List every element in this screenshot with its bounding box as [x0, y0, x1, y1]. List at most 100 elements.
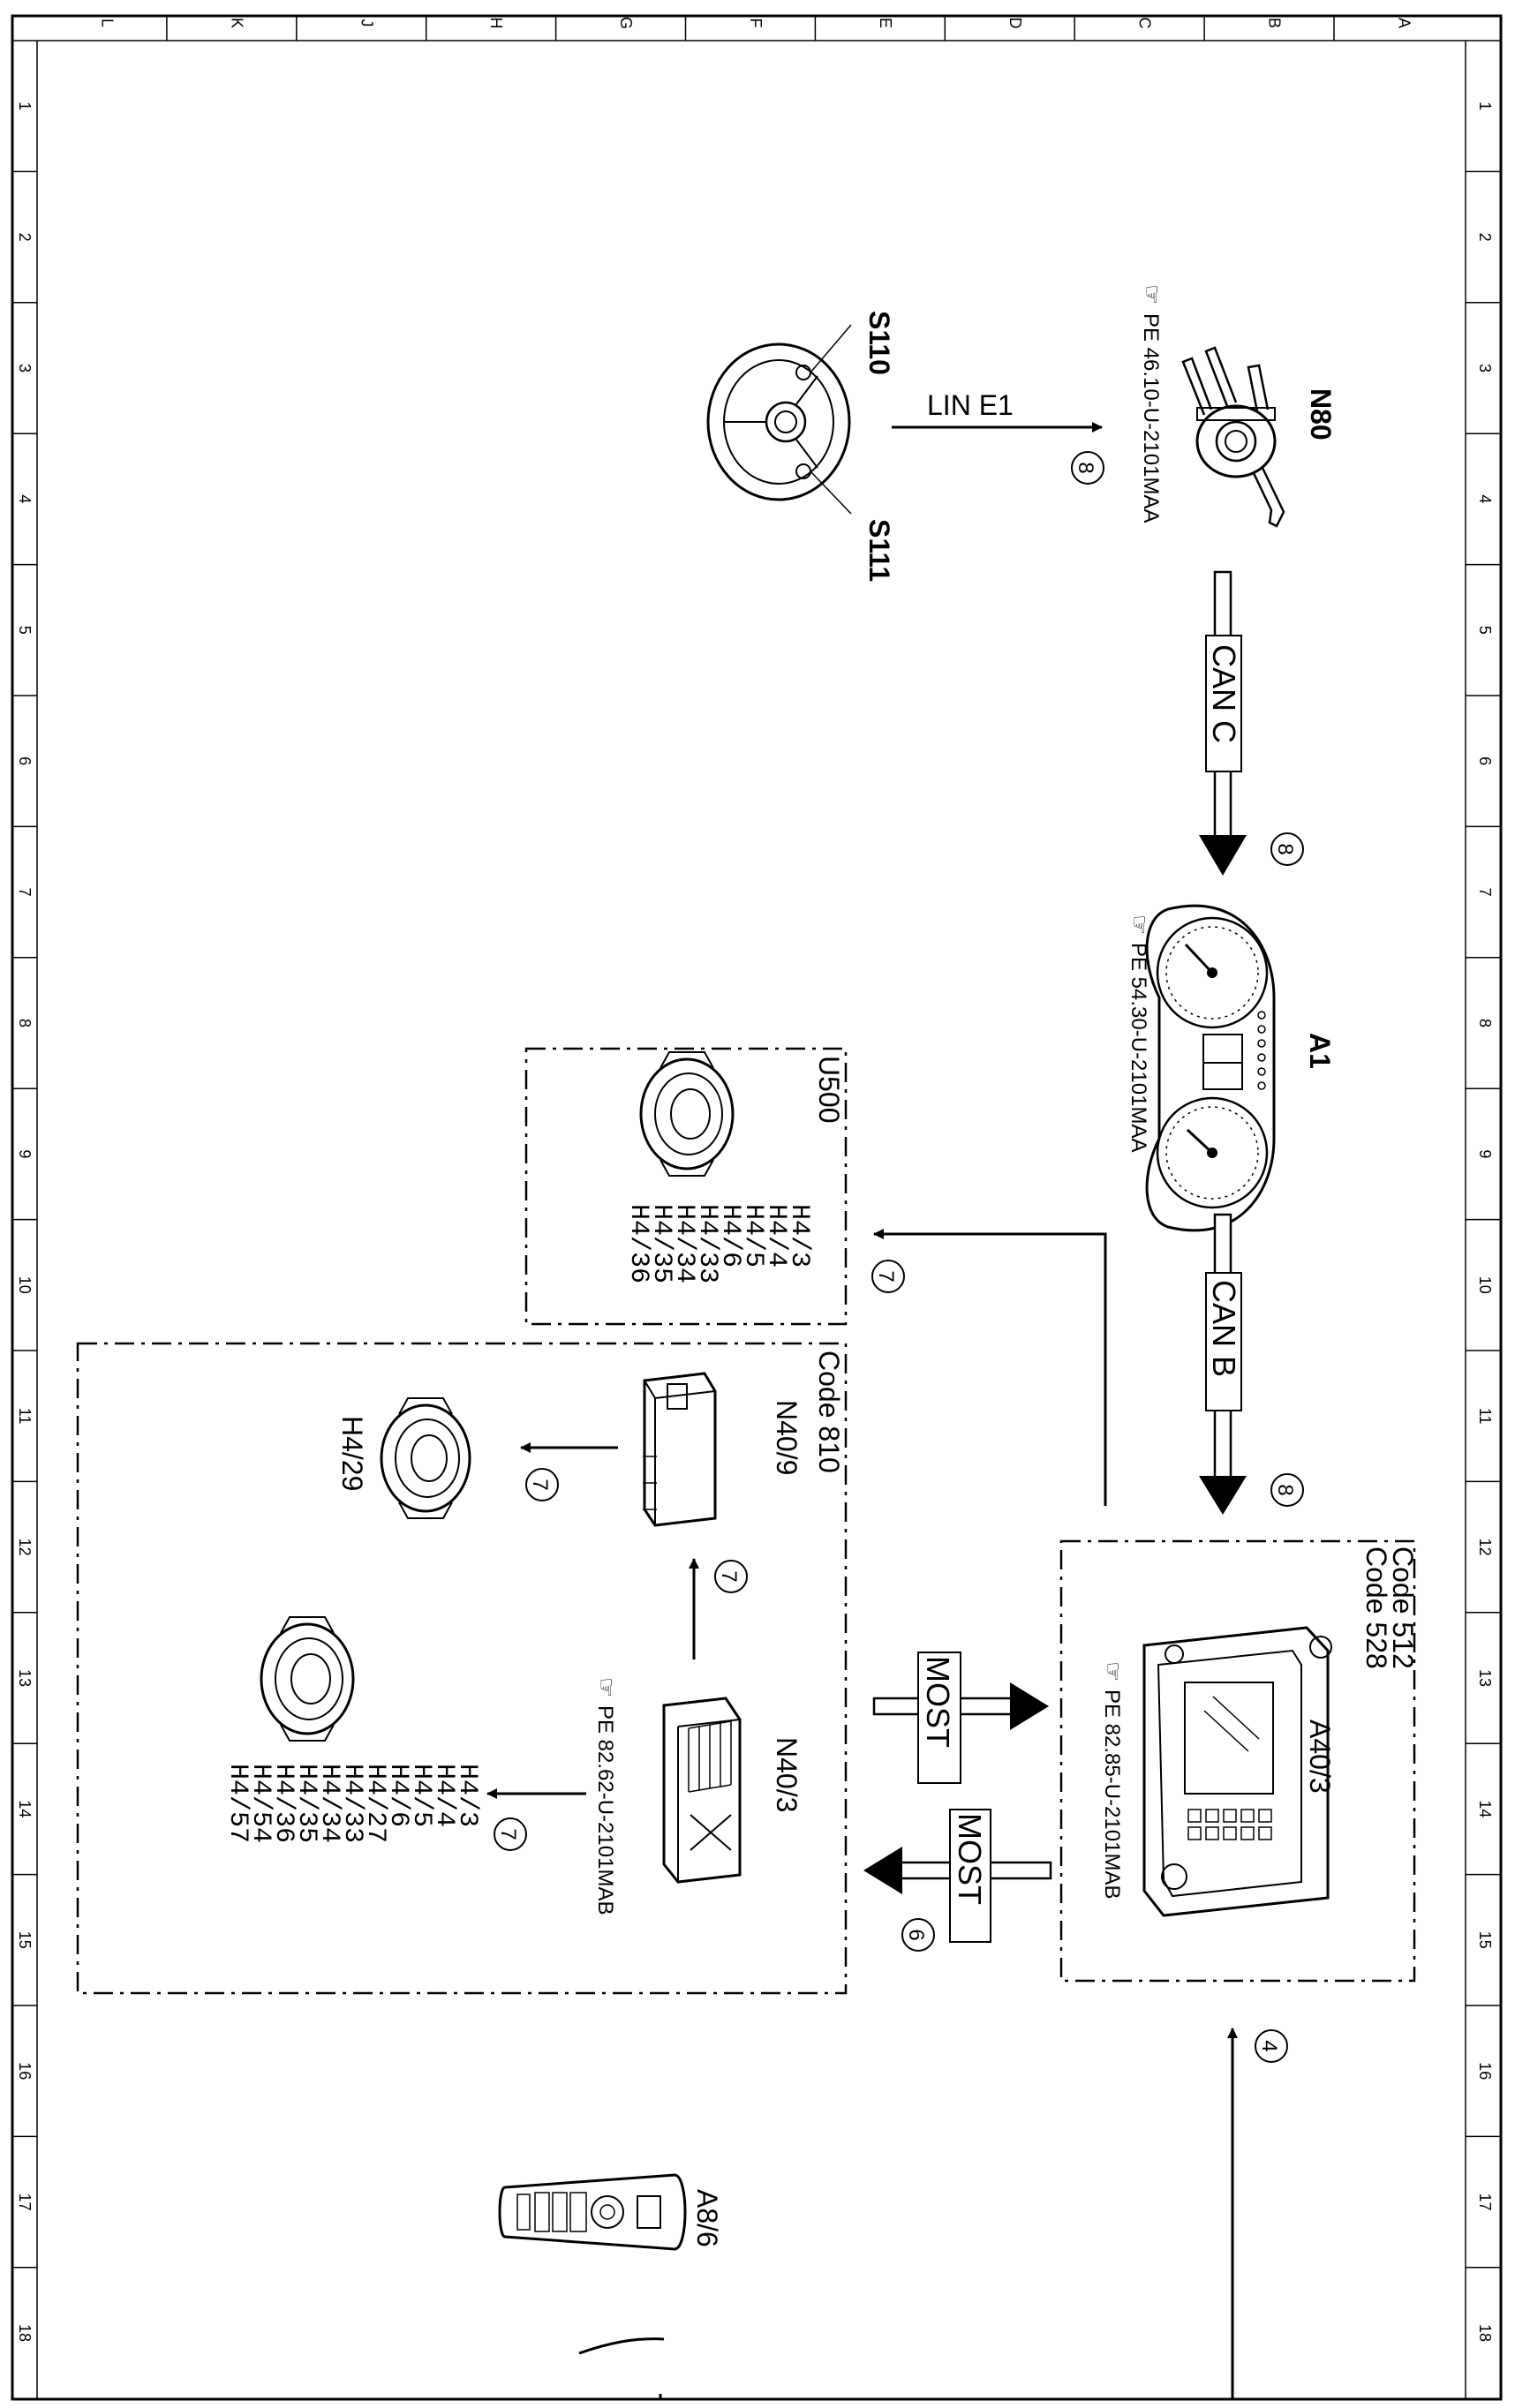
row-label: 5: [1476, 626, 1494, 635]
row-label: 3: [1476, 364, 1494, 372]
speaker-id: H4/27: [360, 1764, 390, 1843]
u500-box: [524, 1047, 848, 1326]
a1-ref: PE 54.30-U-2101MAA: [1127, 943, 1150, 1152]
column-label: K: [228, 18, 245, 28]
can-c-bus-arrow: [1199, 570, 1247, 876]
row-label: 16: [1476, 2062, 1494, 2080]
row-label: 14: [1476, 1800, 1494, 1817]
a40-3-ref: PE 82.85-U-2101MAB: [1100, 1689, 1124, 1899]
row-label: 6: [1476, 756, 1494, 765]
row-label: 7: [1476, 888, 1494, 897]
row-label: 18: [16, 2324, 34, 2342]
a40-3-box: [1059, 1539, 1416, 1983]
column-label: L: [98, 19, 116, 27]
h4-29-marker-circle: [525, 1468, 559, 1501]
amplifier-module-n40-9-icon: [643, 1372, 717, 1527]
row-label: 12: [1476, 1539, 1494, 1556]
column-label: H: [487, 18, 505, 29]
lin-marker-number: 8: [1074, 462, 1097, 473]
can-c-marker-circle: [1270, 832, 1304, 866]
column-label: J: [358, 19, 375, 27]
h4-29-label: H4/29: [336, 1416, 368, 1491]
n80-ref-icon: ☞: [1139, 284, 1165, 305]
a40-feed-marker-circle: [1255, 2029, 1288, 2063]
n40-3-speaker-list: H4/3H4/4H4/5H4/6H4/27H4/33H4/34H4/35H4/3…: [222, 1764, 482, 1843]
n40-3-label: N40/3: [771, 1737, 803, 1812]
remote-control-icon: [498, 2173, 687, 2251]
speaker-id: H4/57: [222, 1764, 253, 1843]
speaker-id: H4/33: [337, 1764, 367, 1843]
row-label: 11: [16, 1408, 34, 1425]
row-label: 3: [16, 364, 34, 372]
instrument-cluster-icon: [1145, 904, 1276, 1232]
speaker-id: H4/6: [715, 1204, 745, 1268]
row-label: 17: [1476, 2194, 1494, 2211]
can-c-label: CAN C: [1206, 644, 1242, 743]
column-label: B: [1266, 18, 1284, 28]
speaker-id: H4/36: [623, 1204, 653, 1283]
n40-3-marker-circle: [494, 1817, 527, 1851]
speaker-id: H4/34: [669, 1204, 699, 1283]
a1-label: A1: [1304, 1033, 1336, 1069]
n40-9-label: N40/9: [771, 1400, 803, 1475]
lin-e1-label: LIN E1: [927, 389, 1014, 421]
u500-feed-line: [873, 1229, 1107, 1506]
speaker-id: H4/35: [291, 1764, 321, 1843]
u500-marker-number: 7: [874, 1270, 898, 1282]
speaker-id: H4/36: [268, 1764, 298, 1843]
u500-label: U500: [813, 1056, 845, 1124]
can-b-bus-arrow: [1199, 1213, 1247, 1515]
h4-29-marker-number: 7: [528, 1479, 552, 1490]
column-label: A: [1395, 18, 1413, 28]
n40-9-marker-circle: [714, 1560, 748, 1593]
row-label: 15: [1476, 1931, 1494, 1949]
speaker-id: H4/5: [738, 1204, 768, 1268]
n40-3-marker-number: 7: [496, 1828, 520, 1840]
speaker-id: H4/34: [314, 1764, 344, 1843]
a40-3-label: A40/3: [1304, 1719, 1336, 1794]
row-label: 13: [1476, 1669, 1494, 1687]
s111-label: S111: [863, 519, 895, 582]
row-label: 17: [16, 2194, 34, 2211]
a40-3-code-528: Code 528: [1360, 1546, 1392, 1669]
most-out-marker-number: 6: [904, 1929, 928, 1940]
a8-6-label: A8/6: [691, 2189, 723, 2247]
speaker-id: H4/3: [452, 1764, 482, 1827]
can-b-marker-number: 8: [1273, 1484, 1297, 1495]
cable-stub: [578, 2337, 665, 2355]
lin-marker-circle: [1071, 451, 1104, 485]
row-label: 2: [16, 233, 34, 242]
row-label: 14: [16, 1800, 34, 1817]
most-bus-in-arrow: [872, 1652, 1049, 1784]
row-label: 1: [1476, 102, 1494, 110]
steering-wheel-icon: [706, 324, 852, 515]
u500-marker-circle: [871, 1260, 905, 1293]
row-label: 5: [16, 626, 34, 635]
code-810-box: [76, 1342, 848, 1995]
row-label: 2: [1476, 233, 1494, 242]
a40-3-code-512: Code 512: [1387, 1546, 1419, 1669]
display-head-unit-icon: [1142, 1626, 1332, 1917]
most-bus-out-arrow: [863, 1809, 1052, 1943]
speaker-id: H4/4: [761, 1204, 791, 1268]
column-label: G: [617, 17, 635, 29]
speaker-id: H4/4: [429, 1764, 459, 1827]
row-label: 12: [16, 1539, 34, 1556]
column-label: D: [1006, 18, 1024, 29]
row-label: 13: [16, 1669, 34, 1687]
speaker-id: H4/33: [692, 1204, 722, 1283]
a1-ref-icon: ☞: [1127, 914, 1153, 935]
h4-29-speaker-icon: [380, 1397, 471, 1519]
n80-label: N80: [1305, 388, 1337, 440]
row-label: 10: [16, 1276, 34, 1294]
most-in-label: MOST: [920, 1656, 956, 1748]
row-label: 16: [16, 2062, 34, 2080]
a40-feed-marker-number: 4: [1257, 2040, 1281, 2051]
n40-3-speaker-icon: [260, 1616, 355, 1742]
row-label: 11: [1476, 1408, 1494, 1425]
column-label: F: [747, 19, 765, 28]
s110-label: S110: [863, 311, 895, 375]
